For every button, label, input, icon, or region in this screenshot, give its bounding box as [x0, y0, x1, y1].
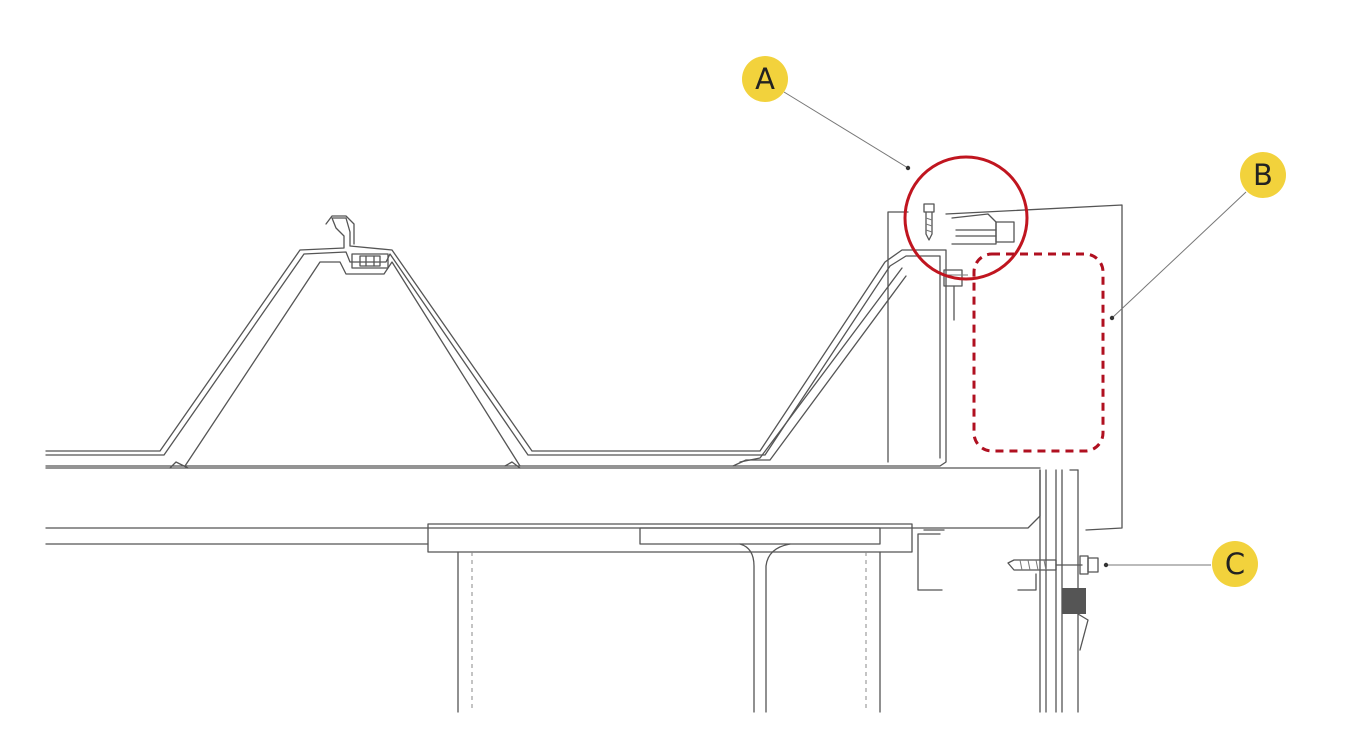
fastener-screw-a	[923, 203, 935, 241]
wall-bracket	[917, 469, 1089, 713]
callout-a: A	[742, 56, 788, 102]
highlight-circle-a	[903, 155, 1029, 281]
fastener-screw-c	[1007, 555, 1099, 575]
callout-a-label: A	[755, 62, 775, 96]
callout-b-label: B	[1253, 158, 1273, 192]
callout-a-badge	[742, 56, 788, 102]
callout-b-badge	[1240, 152, 1286, 198]
deck-and-purlin	[45, 467, 1041, 713]
callout-b: B	[1240, 152, 1286, 198]
fascia-upstand-panel	[887, 204, 1123, 531]
leader-lines	[783, 91, 1247, 568]
callout-c-label: C	[1225, 547, 1245, 581]
ridge-seam-clip	[325, 215, 389, 269]
roof-sheet-profile	[45, 217, 947, 469]
callout-c-badge	[1212, 541, 1258, 587]
callout-c: C	[1212, 541, 1258, 587]
highlight-box-b	[972, 252, 1105, 453]
